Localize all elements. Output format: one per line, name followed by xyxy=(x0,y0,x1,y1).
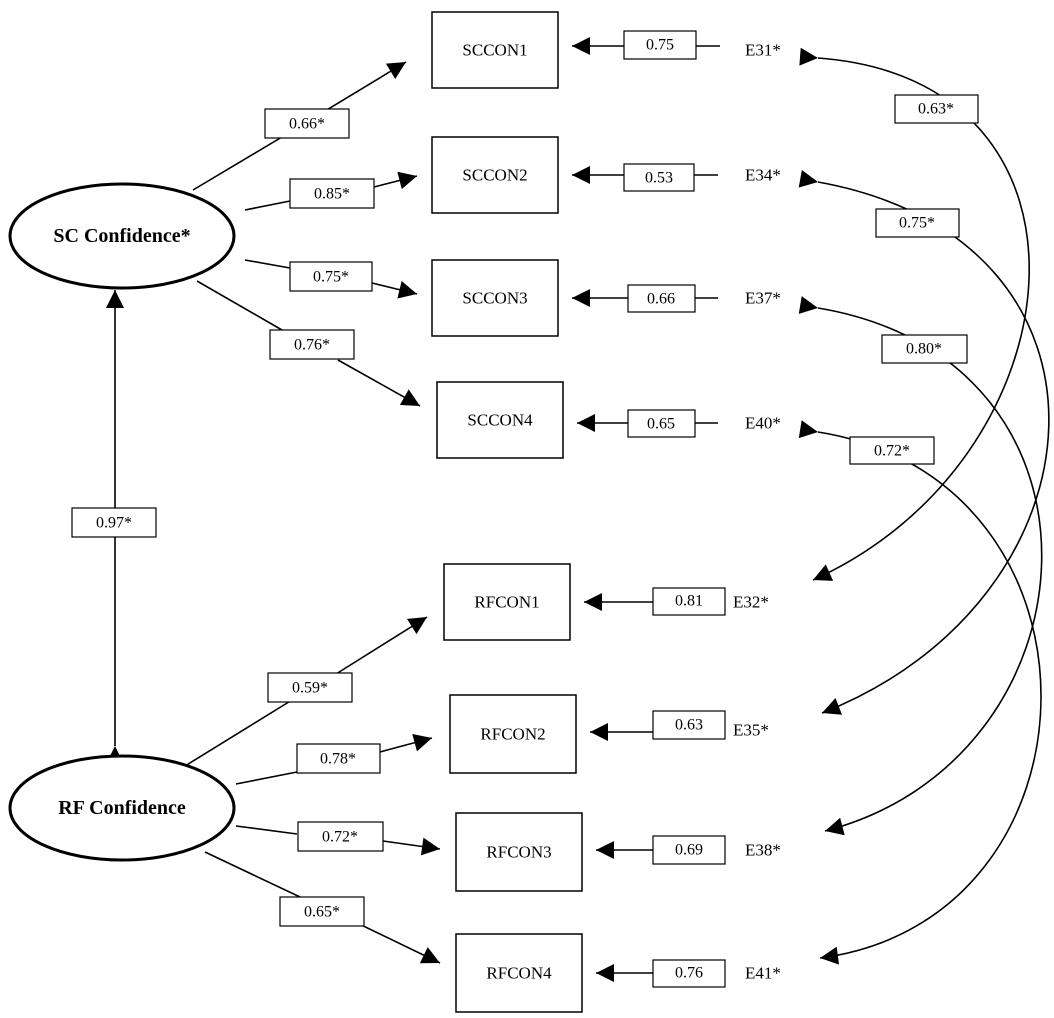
loading-label-sccon4: 0.76* xyxy=(269,329,355,360)
loading-label-sccon3: 0.75* xyxy=(289,261,373,292)
indicator-rfcon4-label: RFCON4 xyxy=(486,964,552,983)
error-covariance-e34-e35: 0.75* xyxy=(875,208,960,238)
latent-sc-confidence: SC Confidence* xyxy=(8,182,236,290)
loading-line-rfcon4 xyxy=(204,851,301,898)
error-covariance-e31-e32: 0.63* xyxy=(894,94,979,124)
error-term-e31: E31* xyxy=(745,41,781,60)
indicator-sccon3-label: SCCON3 xyxy=(462,289,527,308)
loading-line-sccon4 xyxy=(196,280,283,331)
loading-label-sccon1: 0.66* xyxy=(264,108,350,139)
loading-line-sccon3 xyxy=(371,280,418,299)
indicator-sccon2: SCCON2 xyxy=(431,136,559,214)
error-path-e37: 0.66 xyxy=(572,284,718,313)
indicator-rfcon1-label: RFCON1 xyxy=(474,593,539,612)
loading-value-sccon4: 0.76* xyxy=(294,337,330,354)
error-loading-e40: 0.65 xyxy=(647,416,675,433)
error-term-e32: E32* xyxy=(733,593,769,612)
loading-value-sccon2: 0.85* xyxy=(314,186,350,203)
loading-label-rfcon2: 0.78* xyxy=(296,743,381,774)
loading-line-rfcon3 xyxy=(235,825,298,835)
error-covariance-e40-e41: 0.72* xyxy=(849,436,935,465)
loading-line-rfcon2 xyxy=(379,733,433,753)
error-covariance-value-e34-e35: 0.75* xyxy=(899,215,935,232)
indicator-rfcon1: RFCON1 xyxy=(443,563,571,641)
indicator-sccon4: SCCON4 xyxy=(436,381,564,459)
loading-line-sccon2 xyxy=(373,171,418,190)
error-path-e38: 0.69 xyxy=(596,835,726,865)
error-term-e37: E37* xyxy=(745,289,781,308)
indicator-rfcon2-label: RFCON2 xyxy=(480,725,545,744)
latent-sc-confidence-label: SC Confidence* xyxy=(53,225,190,247)
indicator-rfcon3: RFCON3 xyxy=(455,812,583,892)
error-term-e34: E34* xyxy=(745,166,781,185)
latent-rf-confidence: RF Confidence xyxy=(8,754,236,862)
error-covariance-value-e37-e38: 0.80* xyxy=(906,341,942,358)
loading-line-rfcon4 xyxy=(354,921,441,964)
error-loading-e38: 0.69 xyxy=(675,842,703,859)
error-covariance-curve-e37-e38 xyxy=(798,296,1043,836)
indicator-sccon3: SCCON3 xyxy=(431,259,559,337)
error-term-e40: E40* xyxy=(745,414,781,433)
indicator-rfcon4: RFCON4 xyxy=(455,933,583,1013)
loading-value-rfcon3: 0.72* xyxy=(322,829,358,846)
error-path-e34: 0.53 xyxy=(572,163,718,192)
error-path-e41: 0.76 xyxy=(596,959,726,988)
indicator-sccon4-label: SCCON4 xyxy=(467,411,533,430)
error-covariance-value-e40-e41: 0.72* xyxy=(874,443,910,460)
indicator-rfcon3-label: RFCON3 xyxy=(486,843,551,862)
indicator-sccon2-label: SCCON2 xyxy=(462,166,527,185)
error-loading-e37: 0.66 xyxy=(647,291,675,308)
loading-value-rfcon1: 0.59* xyxy=(292,680,328,697)
error-covariance-e37-e38: 0.80* xyxy=(881,334,968,364)
error-path-e40: 0.65 xyxy=(577,409,718,438)
error-covariance-value-e31-e32: 0.63* xyxy=(918,101,954,118)
indicator-rfcon2: RFCON2 xyxy=(449,694,577,774)
loading-value-sccon1: 0.66* xyxy=(289,116,325,133)
error-covariance-curve-e31-e32 xyxy=(799,47,1030,581)
error-loading-e41: 0.76 xyxy=(675,965,703,982)
error-covariance-curve-e40-e41 xyxy=(798,420,1042,965)
error-term-e35: E35* xyxy=(733,721,769,740)
error-loading-e31: 0.75 xyxy=(646,37,674,54)
factor-correlation-label-box xyxy=(71,507,157,538)
error-path-e32: 0.81 xyxy=(584,587,726,616)
error-term-e38: E38* xyxy=(745,841,781,860)
loading-line-sccon3 xyxy=(244,259,291,269)
loading-value-rfcon4: 0.65* xyxy=(304,904,340,921)
error-loading-e34: 0.53 xyxy=(645,170,673,187)
loading-label-sccon2: 0.85* xyxy=(289,178,375,209)
error-path-e31: 0.75 xyxy=(572,30,720,60)
loading-line-sccon1 xyxy=(192,136,283,191)
error-loading-e32: 0.81 xyxy=(675,593,703,610)
error-term-e41: E41* xyxy=(745,964,781,983)
loading-line-rfcon1 xyxy=(184,699,293,767)
loading-label-rfcon3: 0.72* xyxy=(297,821,384,852)
indicator-sccon1: SCCON1 xyxy=(431,11,559,89)
loading-line-rfcon2 xyxy=(235,771,298,785)
loading-line-sccon2 xyxy=(244,200,291,211)
error-loading-e35: 0.63 xyxy=(675,717,703,734)
loading-label-rfcon4: 0.65* xyxy=(279,896,365,927)
loading-value-rfcon2: 0.78* xyxy=(320,751,356,768)
loading-line-rfcon1 xyxy=(335,616,428,675)
indicator-sccon1-label: SCCON1 xyxy=(462,41,527,60)
loading-line-rfcon3 xyxy=(382,837,441,856)
loading-label-rfcon1: 0.59* xyxy=(267,672,353,703)
error-path-e35: 0.63 xyxy=(590,710,726,741)
loading-value-sccon3: 0.75* xyxy=(313,269,349,286)
loading-line-sccon4 xyxy=(337,359,421,407)
factor-correlation-label: 0.97* xyxy=(96,515,132,532)
latent-rf-confidence-label: RF Confidence xyxy=(58,797,186,819)
